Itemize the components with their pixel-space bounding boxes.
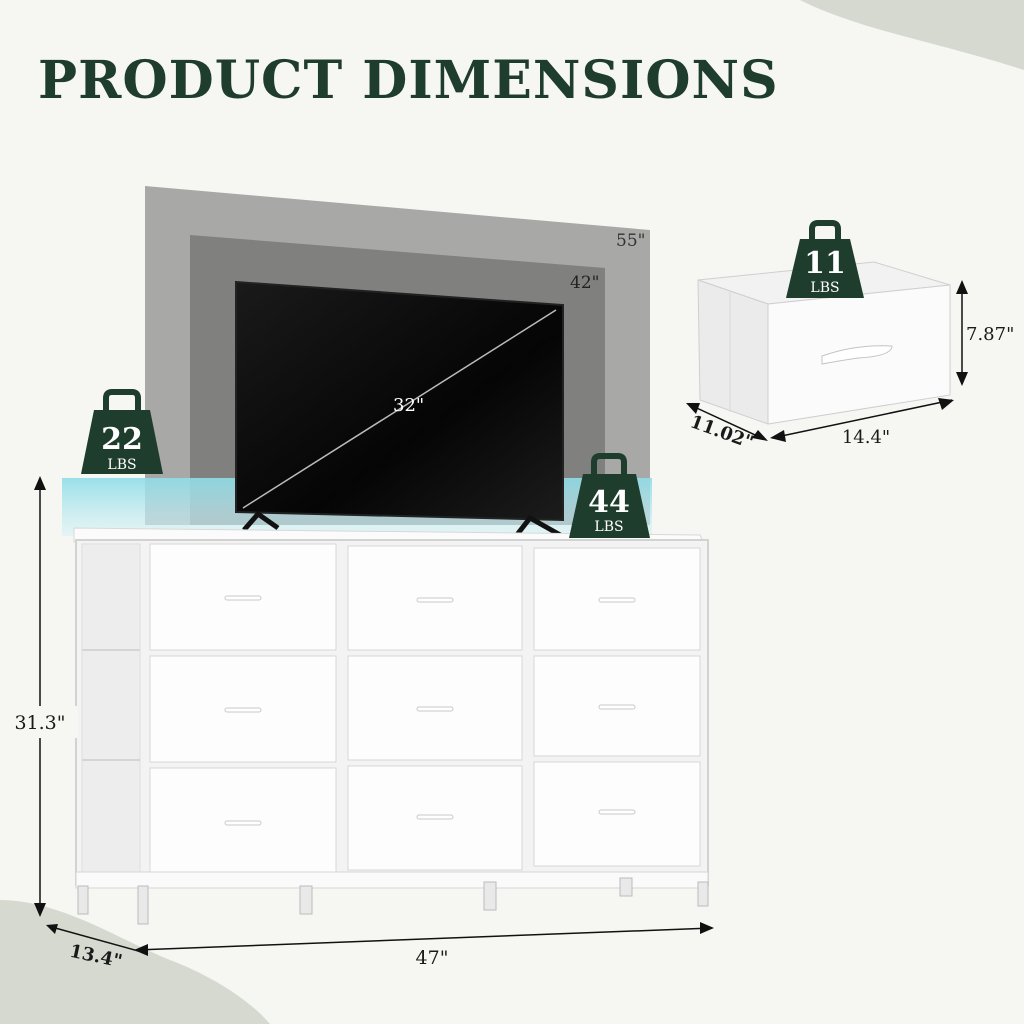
drawer-width-dimension: 14.4": [770, 398, 954, 448]
width-dimension: 47": [134, 922, 714, 969]
dresser-bottom-rail: [75, 871, 709, 889]
drawer-handle: [416, 706, 454, 712]
weight-badge-11-value: 11: [804, 246, 846, 281]
drawer-handle: [598, 597, 636, 603]
drawer-1: [149, 543, 337, 651]
weight-badge-11: 11 LBS: [786, 220, 864, 298]
drawer-handle: [416, 597, 454, 603]
drawer-width-label: 14.4": [842, 427, 890, 448]
width-label: 47": [416, 947, 449, 969]
drawer-handle: [598, 809, 636, 815]
tv-42-label: 42": [570, 273, 599, 293]
drawer-handle: [224, 707, 262, 713]
weight-badge-22-value: 22: [101, 422, 143, 457]
weight-icon: [591, 453, 627, 474]
weight-badge-44: 44 LBS: [569, 453, 650, 538]
dresser-leg: [697, 881, 709, 907]
weight-icon: [809, 220, 841, 239]
drawer-pull-handle: [821, 345, 893, 365]
drawer-handle: [416, 814, 454, 820]
decorative-leaf-top-right: [800, 0, 1024, 70]
single-drawer: [697, 261, 951, 425]
dresser-leg: [483, 881, 497, 911]
weight-badge-44-value: 44: [588, 485, 630, 520]
weight-badge-22: 22 LBS: [81, 389, 163, 474]
drawer-depth-label: 11.02": [687, 411, 756, 453]
drawer-3: [149, 767, 337, 873]
height-dimension: 31.3": [2, 476, 78, 917]
drawer-box-side: [697, 279, 769, 425]
dresser: [73, 527, 709, 925]
dresser-leg: [137, 885, 149, 925]
tv-32-diagonal: [242, 309, 557, 509]
weight-badge-11-unit: LBS: [810, 280, 839, 296]
weight-icon: [103, 389, 141, 410]
tv-55-label: 55": [616, 231, 645, 251]
drawer-handle: [224, 820, 262, 826]
tv-stand-right: [514, 514, 564, 539]
weight-badge-22-unit: LBS: [107, 457, 136, 473]
drawer-handle: [598, 704, 636, 710]
dresser-leg: [77, 885, 89, 915]
drawer-height-dimension: 7.87": [956, 280, 1014, 386]
drawer-height-label: 7.87": [966, 324, 1014, 345]
weight-badge-44-unit: LBS: [594, 519, 623, 535]
dresser-leg: [619, 877, 633, 897]
dresser-leg: [299, 885, 313, 915]
tv-stand-left: [242, 510, 280, 532]
height-label: 31.3": [14, 712, 65, 734]
decorative-leaf-bottom-left: [0, 900, 270, 1024]
drawer-handle: [224, 595, 262, 601]
page-title: PRODUCT DIMENSIONS: [38, 50, 779, 111]
tv-32-label: 32": [393, 395, 424, 416]
dresser-side-panel: [81, 543, 141, 875]
